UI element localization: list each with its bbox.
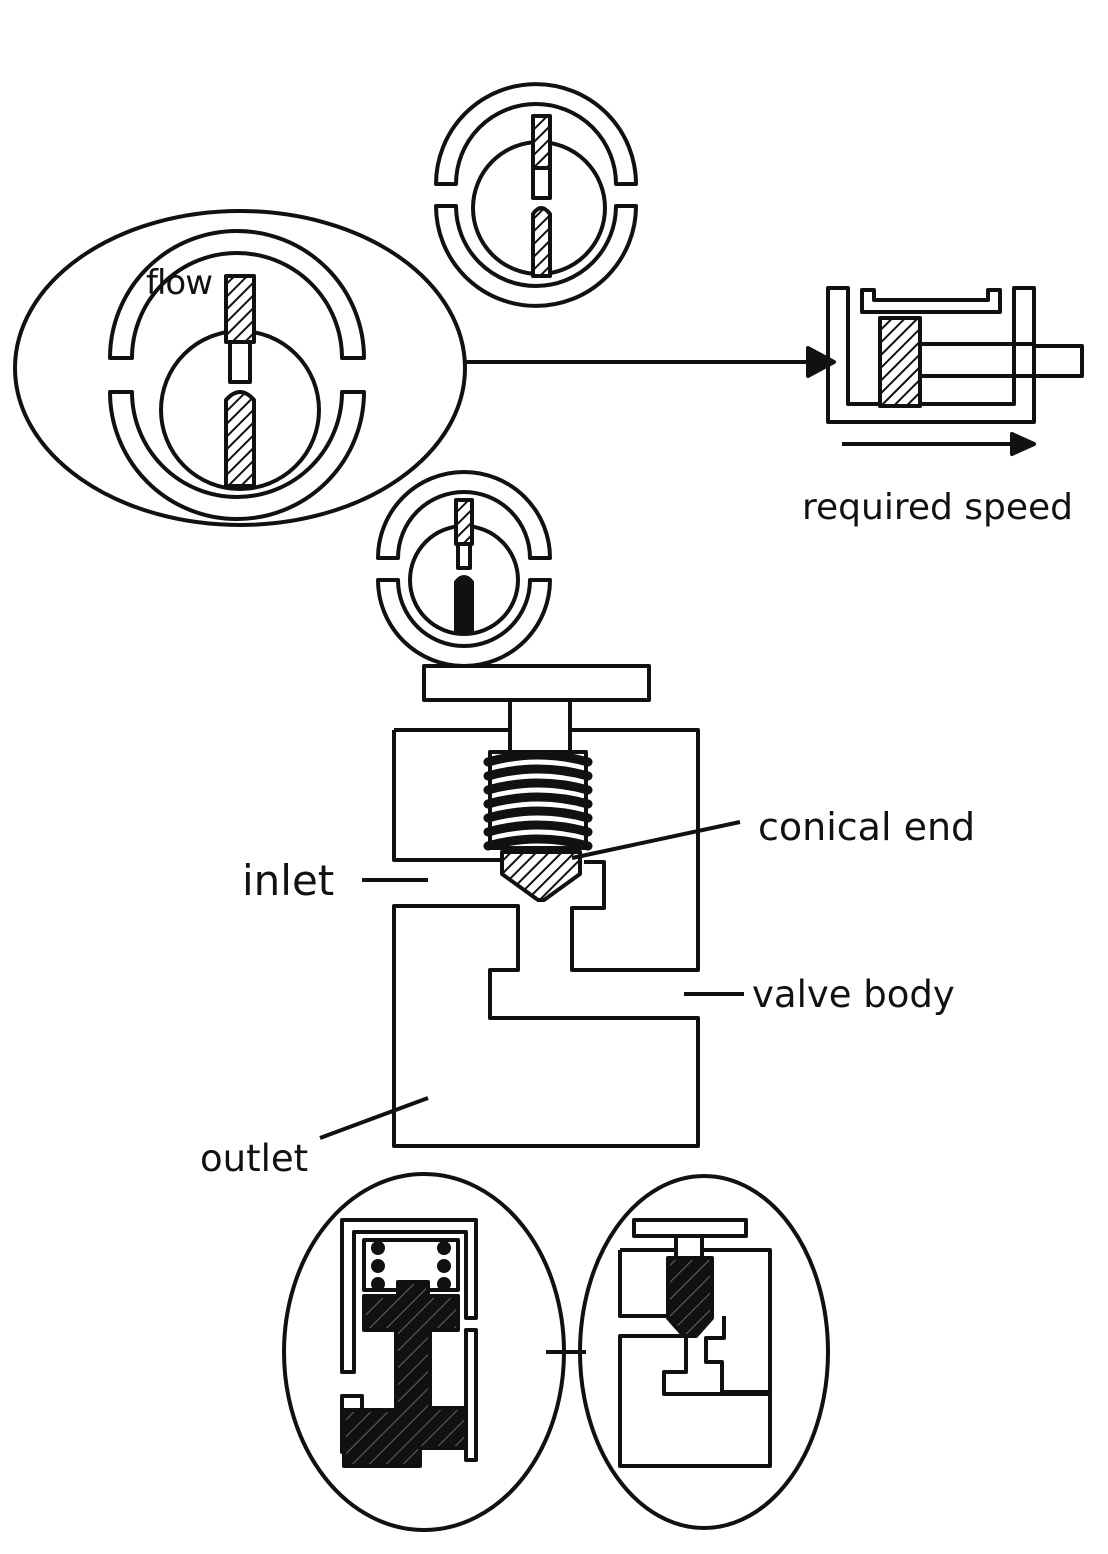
outlet-label: outlet <box>200 1137 309 1180</box>
inlet-label: inlet <box>242 856 335 905</box>
bottom-right-detail <box>578 1174 830 1530</box>
valve-conical-end <box>500 850 582 902</box>
valve-body-label: valve body <box>752 973 955 1016</box>
flow-label: flow <box>146 263 213 303</box>
conical-end-leader <box>571 820 741 860</box>
required-speed-label: required speed <box>802 487 1074 528</box>
conical-end-label: conical end <box>758 805 976 849</box>
valve-stem <box>508 698 572 756</box>
outlet-leader <box>319 1096 429 1140</box>
bottom-left-detail <box>282 1172 566 1532</box>
middle-valve-gauge <box>376 470 552 668</box>
valve-handwheel <box>422 664 651 702</box>
flow-detail-ellipse <box>13 209 467 527</box>
valve-cross-section <box>319 664 744 1148</box>
top-valve-gauge <box>434 82 638 308</box>
actuator-cylinder <box>826 286 1084 456</box>
